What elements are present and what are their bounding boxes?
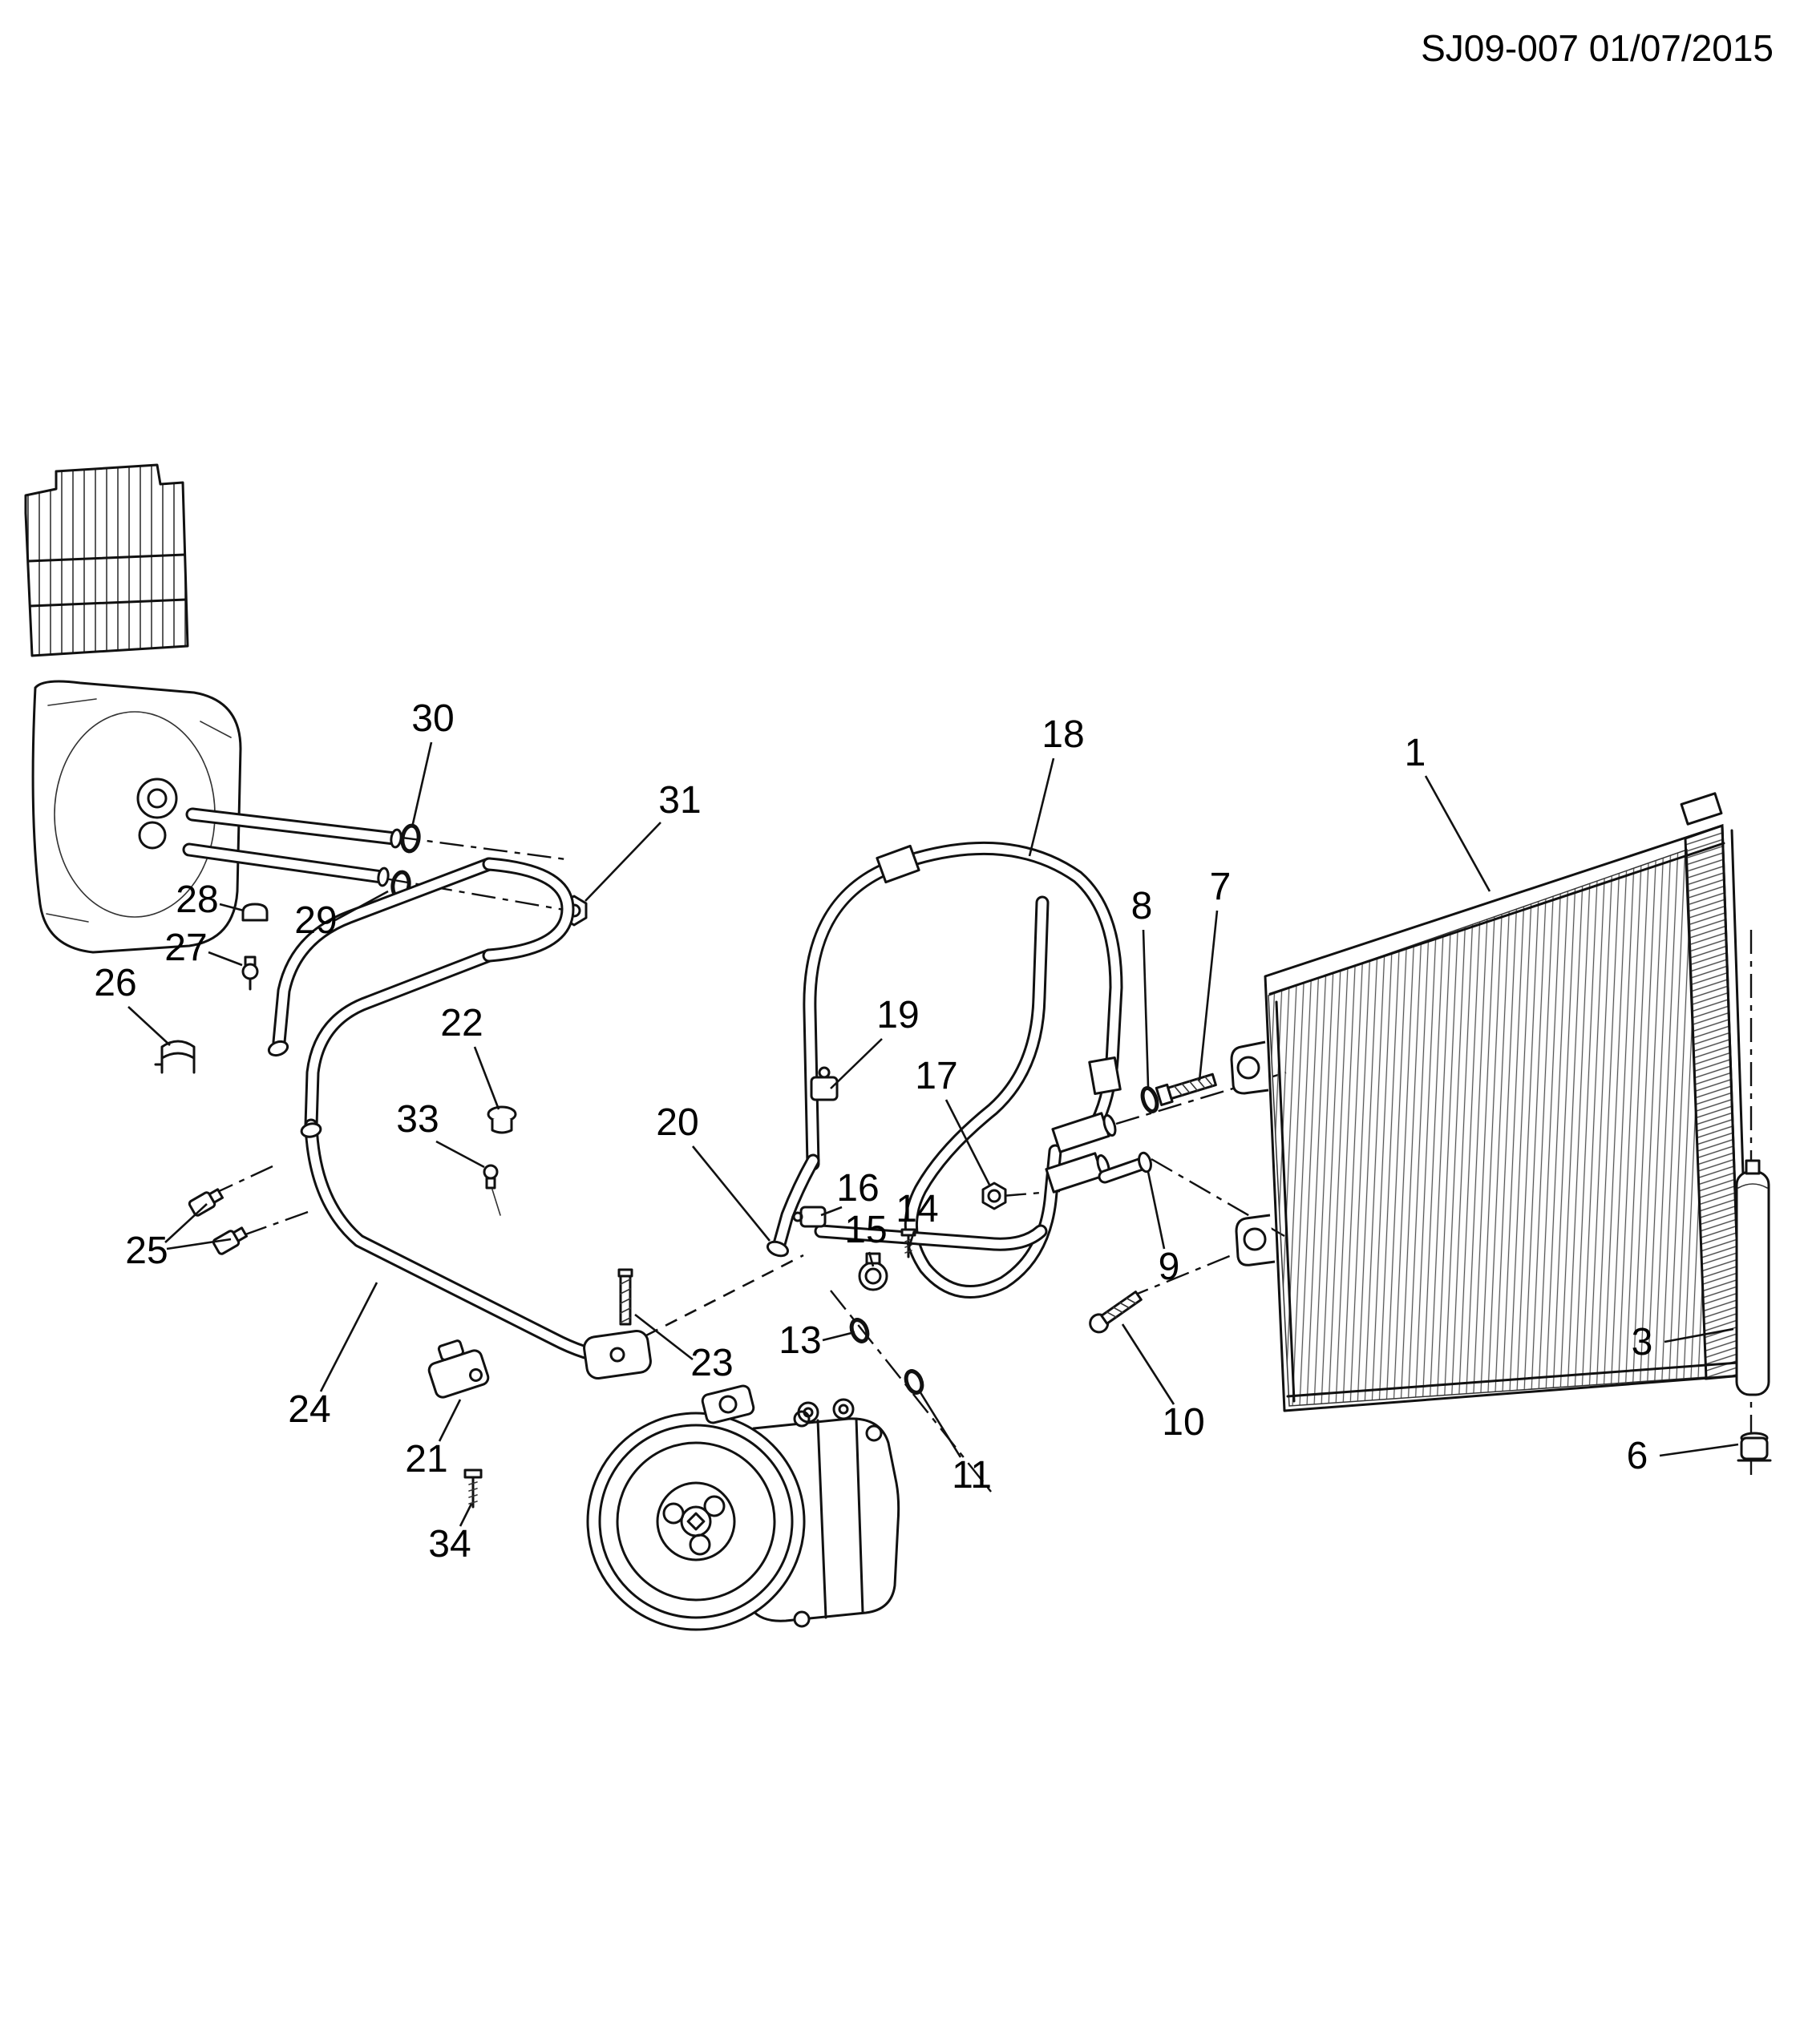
- hose-assembly-18: [766, 846, 1120, 1395]
- callout-30[interactable]: 30: [411, 697, 454, 740]
- receiver-drier: [1735, 1159, 1770, 1396]
- callout-20[interactable]: 20: [656, 1101, 698, 1144]
- fitting-25a: [188, 1188, 224, 1217]
- leader-line-7: [1198, 910, 1219, 1081]
- bolt-7: [1155, 1072, 1217, 1106]
- drier-cap-6: [1737, 1432, 1772, 1462]
- leader-line-9: [1147, 1171, 1166, 1250]
- callout-1[interactable]: 1: [1405, 732, 1426, 774]
- callout-layer: 1367891011131415161718192021222324252627…: [94, 697, 1739, 1565]
- compressor-pulley: [586, 1412, 806, 1631]
- callout-14[interactable]: 14: [896, 1188, 938, 1230]
- service-valve-15: [858, 1252, 888, 1291]
- leader-line-17: [944, 1099, 991, 1186]
- callout-9[interactable]: 9: [1159, 1246, 1180, 1288]
- callout-10[interactable]: 10: [1162, 1401, 1204, 1444]
- clip-26: [154, 1040, 196, 1074]
- callout-13[interactable]: 13: [779, 1319, 821, 1362]
- condenser-bracket-upper: [1230, 1040, 1269, 1095]
- leader-line-6: [1659, 1443, 1739, 1457]
- leader-line-26: [127, 1006, 171, 1046]
- leader-line-25: [166, 1238, 232, 1250]
- leader-line-19: [830, 1038, 883, 1089]
- compressor-bracket: [701, 1384, 755, 1424]
- leader-line-14: [908, 1230, 916, 1248]
- valve-27: [241, 955, 259, 991]
- clamp-19: [810, 1066, 839, 1101]
- leader-line-25: [164, 1203, 208, 1243]
- leader-line-8: [1142, 929, 1150, 1088]
- callout-29[interactable]: 29: [294, 899, 337, 942]
- screw-34: [463, 1468, 483, 1509]
- leader-line-13: [822, 1331, 855, 1342]
- callout-23[interactable]: 23: [690, 1342, 733, 1384]
- crimp-collar: [1088, 1056, 1122, 1095]
- callout-21[interactable]: 21: [405, 1438, 447, 1480]
- callout-22[interactable]: 22: [440, 1002, 483, 1044]
- leader-line-30: [411, 741, 433, 828]
- valve-33: [483, 1164, 501, 1216]
- callout-15[interactable]: 15: [844, 1209, 887, 1251]
- rubber-mount: [583, 1329, 652, 1380]
- callout-18[interactable]: 18: [1042, 713, 1084, 756]
- leader-line-23: [634, 1313, 694, 1361]
- fitting-25b: [212, 1226, 249, 1255]
- leader-line-21: [438, 1399, 462, 1442]
- callout-33[interactable]: 33: [396, 1098, 439, 1141]
- callout-17[interactable]: 17: [915, 1055, 957, 1097]
- leader-line-24: [319, 1282, 378, 1392]
- callout-26[interactable]: 26: [94, 962, 136, 1004]
- seal-ring-11: [904, 1369, 924, 1395]
- callout-34[interactable]: 34: [428, 1523, 471, 1565]
- condenser-bracket-lower: [1235, 1214, 1276, 1266]
- callout-19[interactable]: 19: [876, 994, 919, 1036]
- cap-28: [241, 903, 269, 922]
- leader-line-29: [334, 890, 389, 922]
- leader-line-11: [917, 1389, 962, 1458]
- callout-6[interactable]: 6: [1627, 1435, 1648, 1477]
- condenser: [1230, 792, 1751, 1412]
- clamp-16: [792, 1206, 827, 1228]
- condenser-attachment-parts: [1089, 1072, 1217, 1334]
- leader-line-18: [1028, 757, 1055, 857]
- sensor-21: [427, 1339, 490, 1399]
- leader-line-1: [1424, 775, 1491, 892]
- leader-line-27: [208, 951, 243, 967]
- leader-line-33: [435, 1140, 485, 1169]
- leader-line-3: [1664, 1327, 1734, 1343]
- leader-line-10: [1121, 1323, 1175, 1405]
- seal-ring-13: [849, 1318, 870, 1343]
- leader-line-22: [473, 1046, 500, 1110]
- callout-27[interactable]: 27: [164, 927, 207, 969]
- compressor: [586, 1384, 900, 1631]
- crimp-collar: [876, 844, 920, 884]
- pipe20-foot: [766, 1240, 790, 1258]
- leader-line-20: [691, 1145, 771, 1242]
- callout-11[interactable]: 11: [952, 1454, 992, 1497]
- callout-16[interactable]: 16: [836, 1167, 879, 1210]
- callout-8[interactable]: 8: [1131, 885, 1153, 927]
- callout-25[interactable]: 25: [125, 1230, 168, 1272]
- leader-line-28: [219, 903, 245, 912]
- leader-line-34: [459, 1503, 473, 1527]
- seal-ring-8: [1140, 1086, 1159, 1113]
- callout-3[interactable]: 3: [1632, 1321, 1653, 1363]
- grommet-22: [487, 1105, 517, 1134]
- leader-line-16: [820, 1206, 843, 1217]
- bolt-10: [1089, 1291, 1143, 1334]
- callout-31[interactable]: 31: [658, 779, 701, 822]
- nut-17: [981, 1182, 1007, 1210]
- pipe9-flange: [1138, 1151, 1152, 1173]
- stud-23: [617, 1268, 633, 1326]
- leader-line-31: [584, 822, 661, 902]
- junction-manifold: [1045, 1112, 1117, 1194]
- pipe-assembly-24: [267, 864, 652, 1380]
- leader-line-15: [868, 1251, 875, 1267]
- left-small-parts: [154, 903, 517, 1509]
- callout-24[interactable]: 24: [288, 1388, 330, 1431]
- callout-28[interactable]: 28: [176, 879, 218, 921]
- callout-7[interactable]: 7: [1210, 866, 1232, 908]
- document-code: SJ09-007 01/07/2015: [1421, 27, 1774, 69]
- condenser-top-cap: [1680, 792, 1723, 826]
